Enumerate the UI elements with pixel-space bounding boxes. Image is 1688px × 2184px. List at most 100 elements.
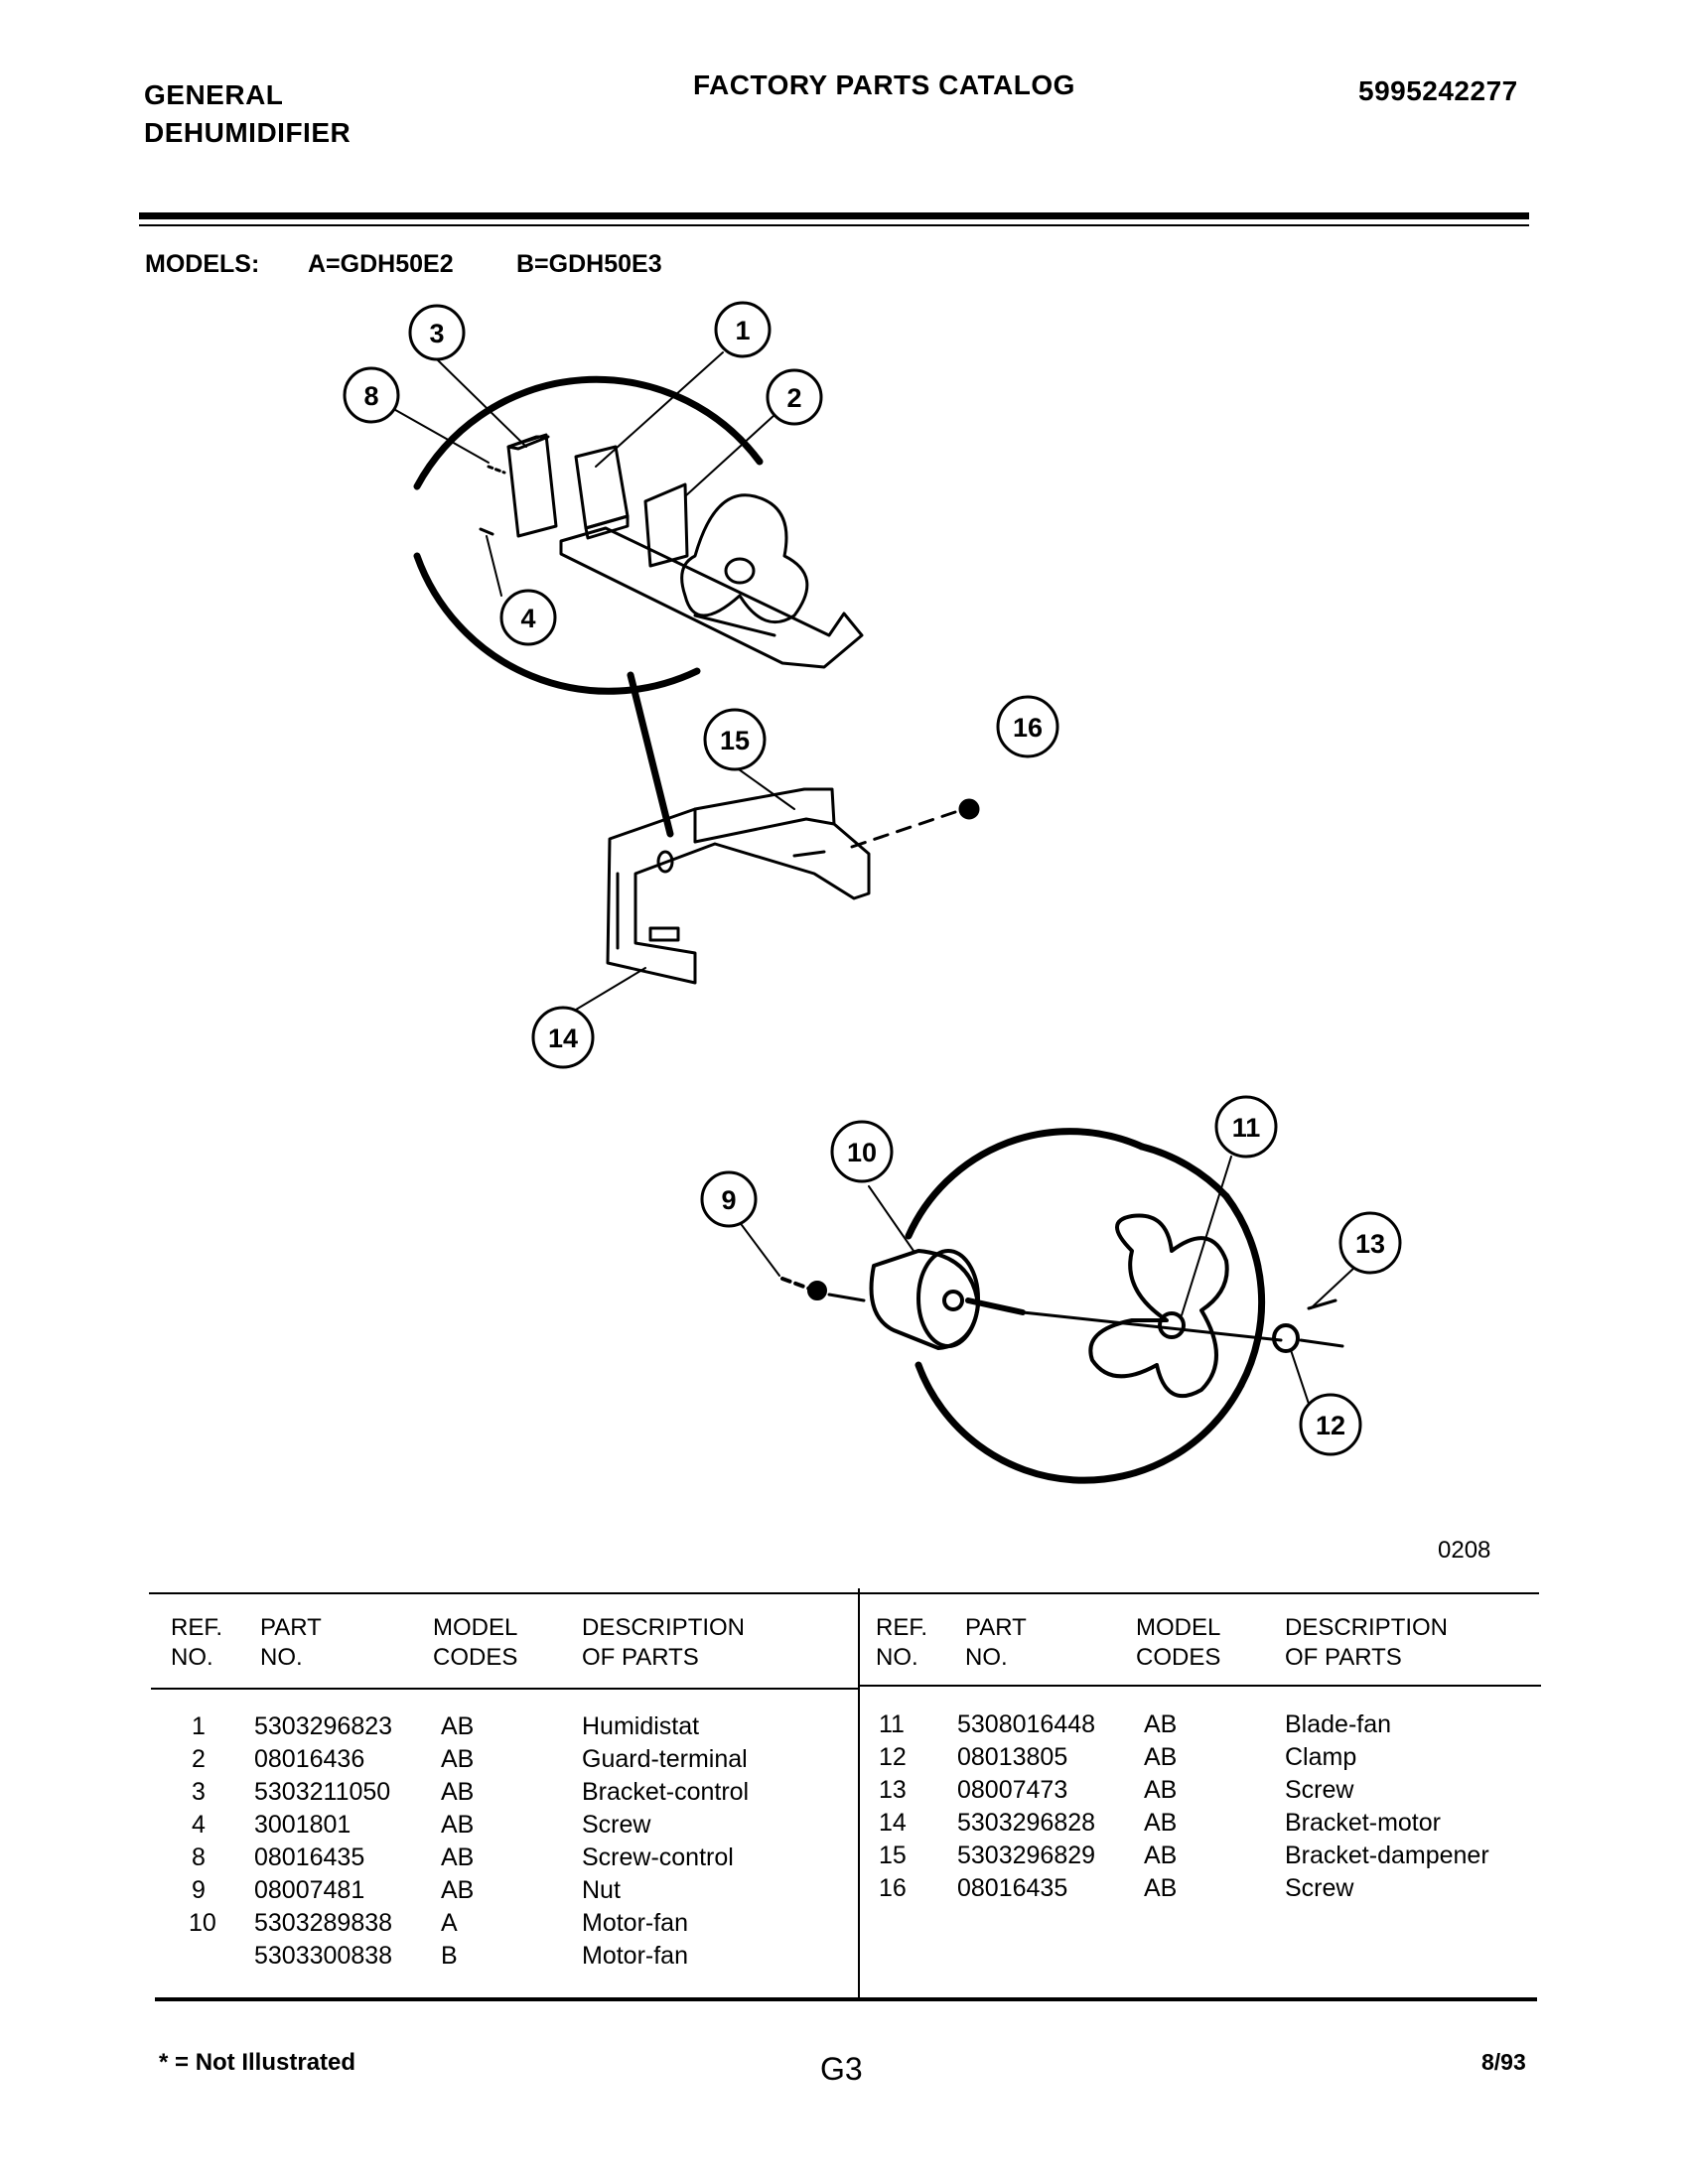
part-description: Nut — [582, 1876, 621, 1904]
callout-12: 12 — [1299, 1393, 1362, 1456]
model-codes: AB — [1144, 1710, 1178, 1738]
page-number: G3 — [820, 2051, 863, 2087]
model-codes: AB — [1144, 1776, 1178, 1804]
part-number: 5308016448 — [957, 1710, 1096, 1738]
part-description: Screw — [1285, 1874, 1354, 1902]
model-codes: AB — [441, 1843, 475, 1871]
table-row: 2 — [192, 1745, 206, 1773]
callout-10: 10 — [830, 1120, 894, 1183]
left-codes-column: AB AB AB AB AB AB A B — [441, 1710, 474, 1973]
brand-line-2: DEHUMIDIFIER — [144, 117, 352, 148]
callout-11: 11 — [1214, 1095, 1278, 1159]
callout-2: 2 — [766, 368, 823, 426]
part-number: 08013805 — [957, 1743, 1068, 1771]
part-number: 08007473 — [957, 1776, 1068, 1804]
callout-4: 4 — [499, 589, 557, 646]
part-description: Motor-fan — [582, 1909, 688, 1937]
figure-code: 0208 — [1438, 1537, 1491, 1564]
table-column-divider — [858, 1588, 860, 1998]
table-row: 14 — [879, 1809, 907, 1837]
part-description: Screw — [582, 1811, 651, 1839]
header-ref-right: REF.NO. — [876, 1614, 928, 1671]
svg-text:4: 4 — [520, 604, 535, 633]
part-description: Clamp — [1285, 1743, 1357, 1771]
part-number: 08016436 — [254, 1745, 365, 1773]
table-row: 12 — [879, 1743, 907, 1771]
right-desc-column: Blade-fan Clamp Screw Bracket-motor Brac… — [1285, 1708, 1489, 1905]
not-illustrated-note: * = Not Illustrated — [159, 2049, 356, 2076]
part-description: Blade-fan — [1285, 1710, 1392, 1738]
right-codes-column: AB AB AB AB AB AB — [1144, 1708, 1177, 1905]
table-row: 9 — [192, 1876, 206, 1904]
bracket-control-drawing — [479, 433, 630, 540]
table-row: 16 — [879, 1874, 907, 1902]
model-codes: AB — [441, 1745, 475, 1773]
svg-text:3: 3 — [429, 319, 444, 348]
revision-date: 8/93 — [1481, 2049, 1526, 2075]
part-number: 08007481 — [254, 1876, 365, 1904]
header-ref: REF.NO. — [171, 1614, 223, 1671]
left-part-column: 5303296823 08016436 5303211050 3001801 0… — [254, 1710, 392, 1973]
part-number: 5303296828 — [957, 1809, 1096, 1837]
table-row: 11 — [879, 1710, 905, 1738]
svg-text:8: 8 — [363, 381, 378, 411]
part-number: 5303296823 — [254, 1712, 393, 1740]
part-number: 5303300838 — [254, 1942, 393, 1970]
motor-fan-drawing — [780, 1249, 1026, 1350]
callout-8: 8 — [343, 366, 400, 424]
callout-13: 13 — [1338, 1211, 1402, 1275]
model-codes: AB — [1144, 1743, 1178, 1771]
callout-16: 16 — [996, 695, 1059, 758]
part-description: Motor-fan — [582, 1942, 688, 1970]
left-ref-column: 1 2 3 4 8 9 10 — [189, 1710, 216, 1973]
svg-text:11: 11 — [1232, 1113, 1261, 1143]
table-row: 13 — [879, 1776, 907, 1804]
catalog-number: 5995242277 — [1358, 75, 1518, 106]
models-label: MODELS: — [145, 250, 260, 278]
table-row: 10 — [189, 1909, 216, 1937]
table-top-rule — [149, 1592, 1539, 1594]
svg-text:10: 10 — [847, 1138, 877, 1167]
model-codes: AB — [441, 1712, 475, 1740]
part-number: 5303289838 — [254, 1909, 393, 1937]
brand-line-1: GENERAL — [144, 79, 284, 110]
model-a: A=GDH50E2 — [308, 250, 454, 278]
table-row — [189, 1940, 209, 1973]
callout-15: 15 — [703, 708, 767, 771]
model-codes: A — [441, 1909, 458, 1937]
model-codes: AB — [441, 1811, 475, 1839]
part-description: Humidistat — [582, 1712, 700, 1740]
table-row: 4 — [192, 1811, 206, 1839]
callout-9: 9 — [700, 1170, 758, 1228]
svg-text:15: 15 — [720, 726, 750, 755]
table-row: 15 — [879, 1842, 907, 1869]
model-b: B=GDH50E3 — [516, 250, 662, 278]
exploded-parts-diagram: 1 2 3 4 8 9 10 11 12 13 14 15 16 — [343, 301, 1402, 1484]
part-description: Bracket-control — [582, 1778, 750, 1806]
svg-text:13: 13 — [1355, 1229, 1385, 1259]
header-rule-thin — [139, 224, 1529, 226]
part-number: 08016435 — [254, 1843, 365, 1871]
part-description: Screw-control — [582, 1843, 734, 1871]
part-number: 08016435 — [957, 1874, 1068, 1902]
svg-text:16: 16 — [1013, 713, 1043, 743]
callout-leaders — [389, 351, 1356, 1411]
right-ref-column: 11 12 13 14 15 16 — [879, 1708, 907, 1905]
header-rule-left — [151, 1688, 858, 1690]
part-number: 3001801 — [254, 1811, 352, 1839]
model-codes: AB — [1144, 1874, 1178, 1902]
detail-circle — [413, 375, 764, 695]
svg-text:12: 12 — [1316, 1411, 1345, 1440]
model-codes: AB — [441, 1778, 475, 1806]
table-bottom-rule — [155, 1997, 1537, 2001]
part-number: 5303296829 — [957, 1842, 1096, 1869]
callout-3: 3 — [408, 304, 466, 361]
model-codes: AB — [441, 1876, 475, 1904]
